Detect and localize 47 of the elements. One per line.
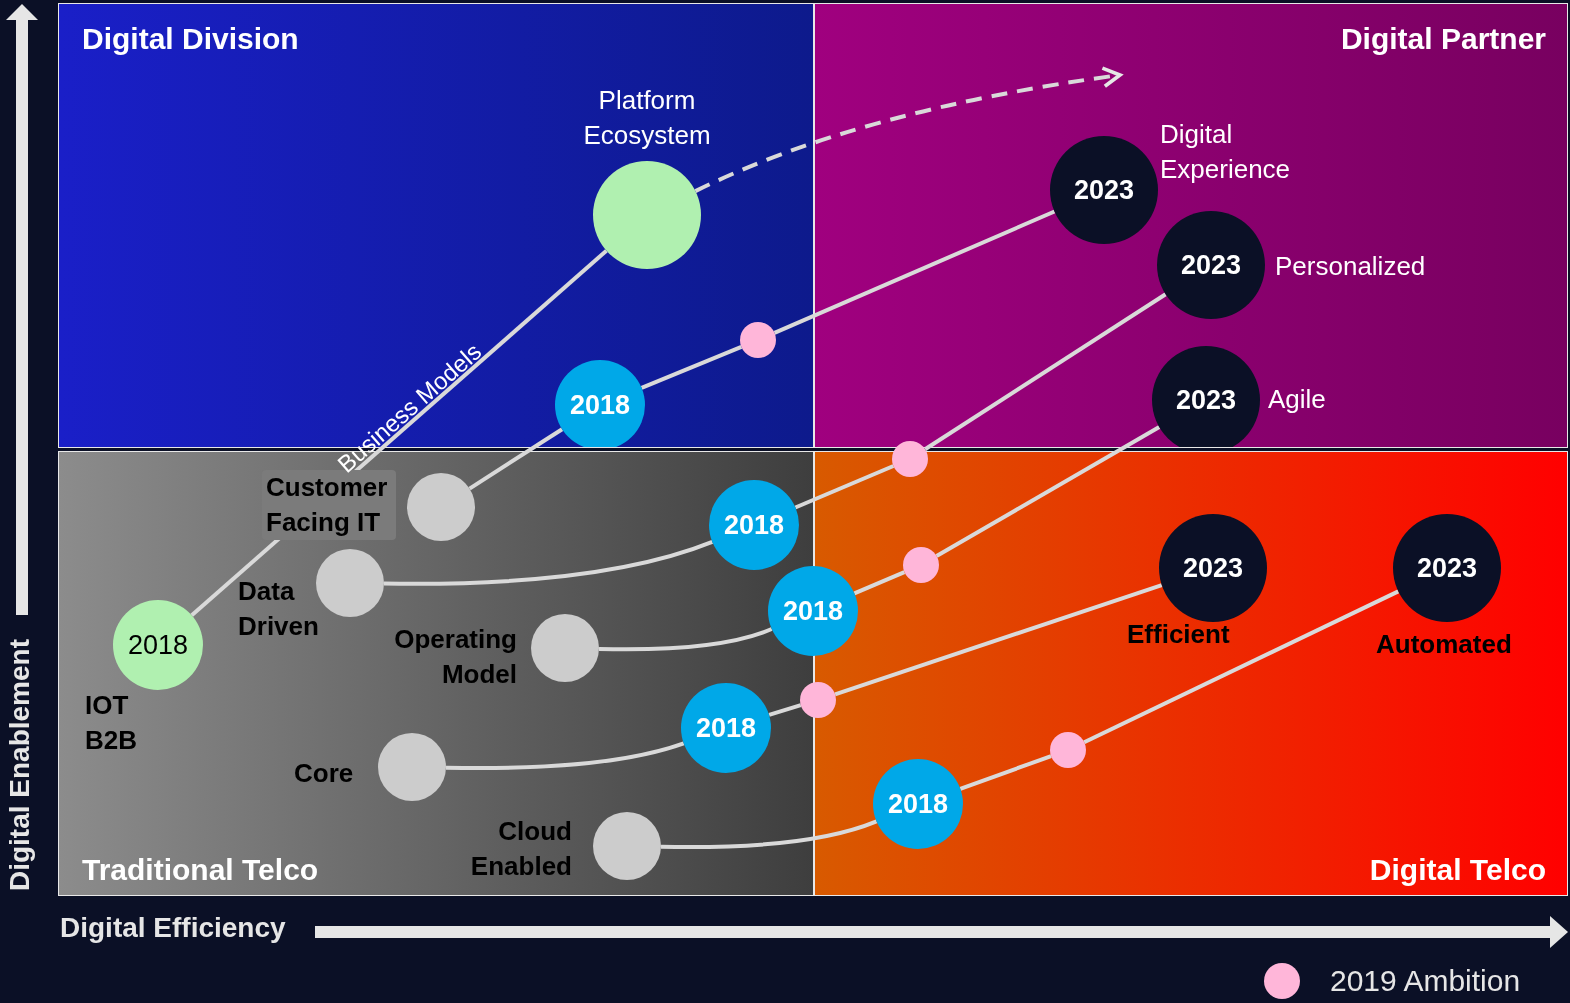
trajectory-line xyxy=(445,741,685,771)
circle-caption: Core xyxy=(294,757,355,790)
milestone-circle xyxy=(1050,732,1086,768)
quadrant-title: Digital Telco xyxy=(1369,853,1546,887)
trajectory-line xyxy=(768,703,802,717)
circle-caption: Operating Model xyxy=(393,623,517,692)
trajectory-line xyxy=(384,540,713,586)
milestone-circle xyxy=(740,322,776,358)
trajectory-line xyxy=(598,627,773,652)
year-circle: 2018 xyxy=(555,360,645,447)
trajectory-line xyxy=(935,425,1161,558)
axis-label: Digital Enablement xyxy=(4,639,36,891)
year-circle: 2018 xyxy=(681,683,771,773)
circle-caption: Agile xyxy=(1268,383,1327,416)
axis-label: Digital Efficiency xyxy=(60,912,286,944)
legend-label: 2019 Ambition xyxy=(1330,964,1521,998)
trajectory-line xyxy=(834,583,1163,697)
trajectory-line xyxy=(1083,589,1400,744)
year-circle: 2023 xyxy=(1152,346,1260,447)
dashed-arrow xyxy=(694,66,1122,193)
quadrant-title: Digital Partner xyxy=(1340,22,1546,56)
year-circle: 2023 xyxy=(1393,514,1501,622)
circle-caption: IOT B2B xyxy=(85,689,138,758)
trajectory-line xyxy=(924,292,1167,451)
trajectory-line xyxy=(959,754,1052,791)
trajectory-line xyxy=(468,427,564,491)
circle-caption: Personalized xyxy=(1275,250,1427,283)
quadrant-title: Digital Division xyxy=(82,22,299,56)
trajectory-line xyxy=(853,570,906,596)
year-circle: 2018 xyxy=(113,600,203,690)
trajectory-line xyxy=(640,344,743,390)
quadrant-panel xyxy=(814,3,1568,448)
trajectory-line xyxy=(773,209,1056,335)
trajectory-line xyxy=(660,819,878,850)
circle-caption: Platform Ecosystem xyxy=(582,84,712,153)
circle-caption: Digital Experience xyxy=(1160,118,1292,187)
year-circle: 2018 xyxy=(873,759,963,849)
year-circle: 2018 xyxy=(709,480,799,570)
circle-caption: Cloud Enabled xyxy=(469,815,572,884)
year-circle: 2023 xyxy=(1050,136,1158,244)
year-circle: 2023 xyxy=(1159,514,1267,622)
milestone-circle xyxy=(903,547,939,583)
quadrant-title: Traditional Telco xyxy=(82,853,319,887)
year-circle: 2023 xyxy=(1157,211,1265,319)
circle-caption: Automated xyxy=(1376,628,1513,661)
circle-caption: Data Driven xyxy=(238,575,320,644)
trajectory-line xyxy=(794,464,895,510)
